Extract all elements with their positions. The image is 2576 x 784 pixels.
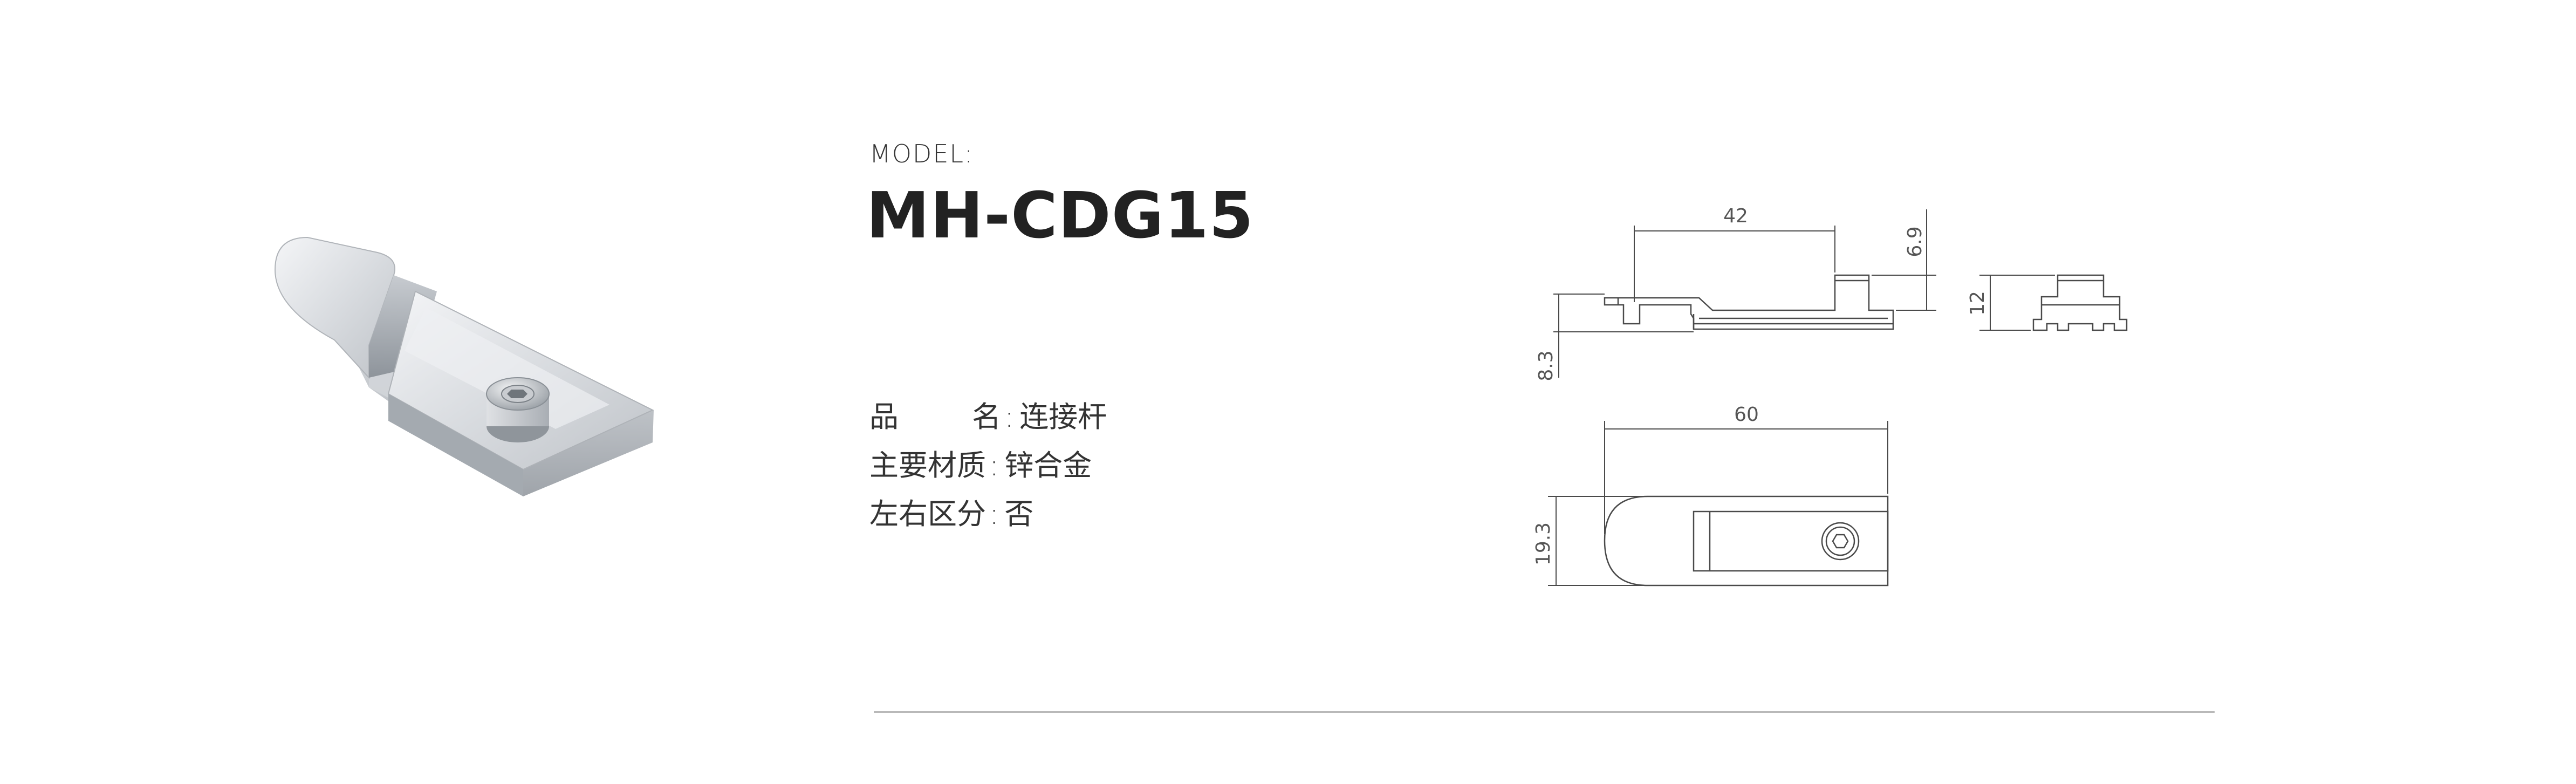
spec-value-handedness: 否 <box>1004 497 1034 531</box>
spec-separator: : <box>989 497 999 531</box>
dim-label-19-3: 19.3 <box>1532 522 1554 565</box>
dim-label-60: 60 <box>1734 404 1759 426</box>
raised-arm <box>274 236 395 379</box>
spec-row-handedness: 左右区分:否 <box>869 490 1033 533</box>
product-photo <box>274 236 654 496</box>
spec-row-material: 主要材质:锌合金 <box>869 441 1092 484</box>
model-label: MODEL: <box>869 139 974 168</box>
end-view-drawing <box>1979 274 2128 331</box>
spec-label-name: 品 名 <box>869 400 1001 434</box>
footer-divider <box>874 711 2215 713</box>
spec-row-name: 品 名:连接杆 <box>869 393 1107 435</box>
dim-label-42: 42 <box>1723 205 1748 227</box>
side-view-drawing <box>1553 209 1936 378</box>
spec-label-material: 主要材质 <box>869 448 986 482</box>
dim-label-12: 12 <box>1967 291 1989 316</box>
spec-value-material: 锌合金 <box>1004 448 1092 482</box>
spec-label-handedness: 左右区分 <box>869 497 986 531</box>
top-view-drawing <box>1548 421 1889 587</box>
dim-label-6-9: 6.9 <box>1904 226 1926 257</box>
model-number: MH-CDG15 <box>866 178 1254 253</box>
spec-separator: : <box>1004 400 1015 434</box>
spec-value-name: 连接杆 <box>1019 400 1107 434</box>
spec-separator: : <box>989 448 999 482</box>
hex-bolt <box>486 377 550 442</box>
dim-label-8-3: 8.3 <box>1535 350 1557 381</box>
